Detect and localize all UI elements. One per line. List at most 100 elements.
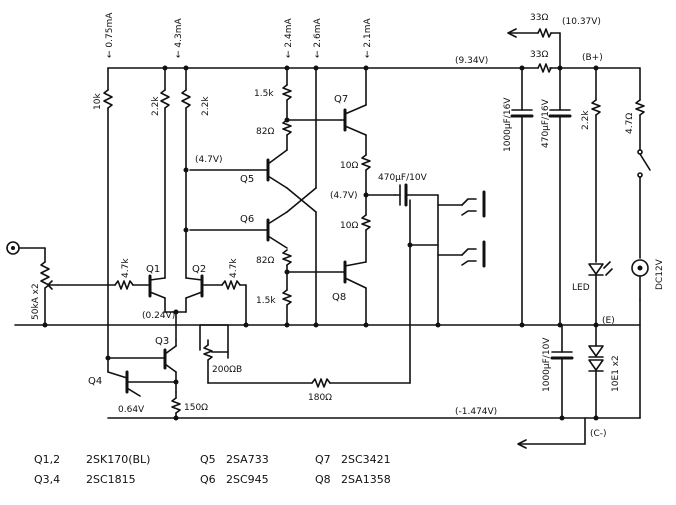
label-2k2-led: 2.2k xyxy=(581,110,591,130)
power-switch xyxy=(637,149,651,259)
node-0v24: (0.24V) xyxy=(142,311,175,321)
label-pot: 50kA x2 xyxy=(31,283,41,320)
label-4k7-right: 4.7k xyxy=(229,258,239,278)
label-q4: Q4 xyxy=(88,376,102,387)
label-q6: Q6 xyxy=(240,214,254,225)
current-label-3: ← 2.4mA xyxy=(284,18,294,58)
parts-q6-type: 2SC945 xyxy=(226,473,269,486)
resistor-4k7-right xyxy=(203,280,247,326)
bplus-node-label: (B+) xyxy=(582,53,603,63)
parts-q8-type: 2SA1358 xyxy=(341,473,391,486)
current-label-4: ← 2.6mA xyxy=(313,18,323,58)
label-out-cap: 470µF/10V xyxy=(378,173,428,183)
label-2k2-a: 2.2k xyxy=(151,96,161,116)
node-4v7-left: (4.7V) xyxy=(195,155,223,165)
parts-q6-id: Q6 xyxy=(200,473,216,486)
parts-q8-id: Q8 xyxy=(315,473,331,486)
resistor-82-bottom xyxy=(282,249,346,291)
trimmer-200b xyxy=(199,324,313,384)
label-1000uf-10v: 1000µF/10V xyxy=(542,337,552,392)
node-4v7-mid: (4.7V) xyxy=(330,191,358,201)
resistor-10-bottom xyxy=(361,214,371,263)
headphone-jacks xyxy=(409,190,486,326)
dc-jack xyxy=(631,259,649,301)
r-top-label: 33Ω xyxy=(530,13,548,23)
label-1000uf-16v: 1000µF/16V xyxy=(503,97,513,152)
input-jack xyxy=(6,241,46,263)
resistor-10-top xyxy=(361,134,371,216)
label-10-bottom: 10Ω xyxy=(340,221,358,231)
label-82-top: 82Ω xyxy=(256,127,274,137)
label-q8: Q8 xyxy=(332,292,346,303)
top-voltage-label: (10.37V) xyxy=(562,17,601,27)
ground-node-label: (E) xyxy=(602,316,615,326)
current-label-5: ← 2.1mA xyxy=(363,18,373,58)
transistor-q7 xyxy=(339,67,367,136)
resistor-2k2-b xyxy=(181,67,191,279)
label-4k7-left: 4.7k xyxy=(121,258,131,278)
transistor-q2 xyxy=(185,274,204,313)
label-200b: 200ΩB xyxy=(212,365,242,375)
label-q1: Q1 xyxy=(146,264,160,275)
transistor-q1 xyxy=(148,274,166,313)
resistor-1k5-bottom xyxy=(282,289,292,326)
transistor-q5 xyxy=(189,149,288,189)
label-180: 180Ω xyxy=(308,393,332,403)
label-1k5-top: 1.5k xyxy=(254,89,274,99)
label-1k5-bottom: 1.5k xyxy=(256,296,276,306)
transistor-q3 xyxy=(107,339,177,393)
volume-pot xyxy=(40,261,116,326)
resistor-180 xyxy=(311,199,411,388)
parts-q12-id: Q1,2 xyxy=(34,453,60,466)
node-0v64: 0.64V xyxy=(118,405,145,415)
cap-470uf-16v xyxy=(548,67,572,326)
label-82-bottom: 82Ω xyxy=(256,256,274,266)
transistor-q8 xyxy=(343,260,367,326)
parts-q34-id: Q3,4 xyxy=(34,473,60,486)
cminus-node-label: (C-) xyxy=(590,429,607,439)
label-q3: Q3 xyxy=(155,336,169,347)
label-10k: 10k xyxy=(93,93,103,110)
output-capacitor xyxy=(394,183,439,207)
resistor-1k5-top xyxy=(282,67,292,121)
diode-pair xyxy=(588,324,604,419)
cap-1000uf-16v xyxy=(510,67,534,326)
parts-q5-id: Q5 xyxy=(200,453,216,466)
parts-list: Q1,2 2SK170(BL) Q3,4 2SC1815 Q5 2SA733 Q… xyxy=(34,453,391,486)
cross-coupling xyxy=(286,67,317,326)
parts-q5-type: 2SA733 xyxy=(226,453,269,466)
resistor-4k7-left xyxy=(114,280,149,290)
label-q2: Q2 xyxy=(192,264,206,275)
label-diode: 10E1 x2 xyxy=(611,355,621,392)
resistor-82-top xyxy=(282,119,341,151)
current-label-2: ← 4.3mA xyxy=(174,18,184,58)
transistor-q6 xyxy=(189,211,288,249)
resistor-10k xyxy=(103,67,113,356)
label-2k2-b: 2.2k xyxy=(201,96,211,116)
c-minus-rail xyxy=(107,299,641,449)
cap-1000uf-10v xyxy=(550,324,574,419)
label-q5: Q5 xyxy=(240,174,254,185)
label-q7: Q7 xyxy=(334,94,348,105)
resistor-2k2-a xyxy=(160,67,170,279)
current-label-1: ← 0.75mA xyxy=(105,12,115,58)
r-second-label: 33Ω xyxy=(530,50,548,60)
label-4r7-power: 4.7Ω xyxy=(625,113,635,134)
resistor-2k2-led xyxy=(591,67,601,263)
label-150: 150Ω xyxy=(184,403,208,413)
junction-dots xyxy=(42,65,599,421)
top-supply-line xyxy=(507,28,561,69)
label-dc: DC12V xyxy=(655,258,665,290)
parts-q12-type: 2SK170(BL) xyxy=(86,453,150,466)
parts-q34-type: 2SC1815 xyxy=(86,473,136,486)
label-10-top: 10Ω xyxy=(340,161,358,171)
resistor-150 xyxy=(171,391,181,419)
bplus-voltage-label: (9.34V) xyxy=(455,56,488,66)
label-470uf-16v: 470µF/16V xyxy=(541,98,551,148)
cminus-voltage-label: (-1.474V) xyxy=(455,407,497,417)
led-indicator xyxy=(588,261,613,326)
parts-q7-type: 2SC3421 xyxy=(341,453,391,466)
resistor-4r7-power xyxy=(635,67,645,151)
parts-q7-id: Q7 xyxy=(315,453,331,466)
